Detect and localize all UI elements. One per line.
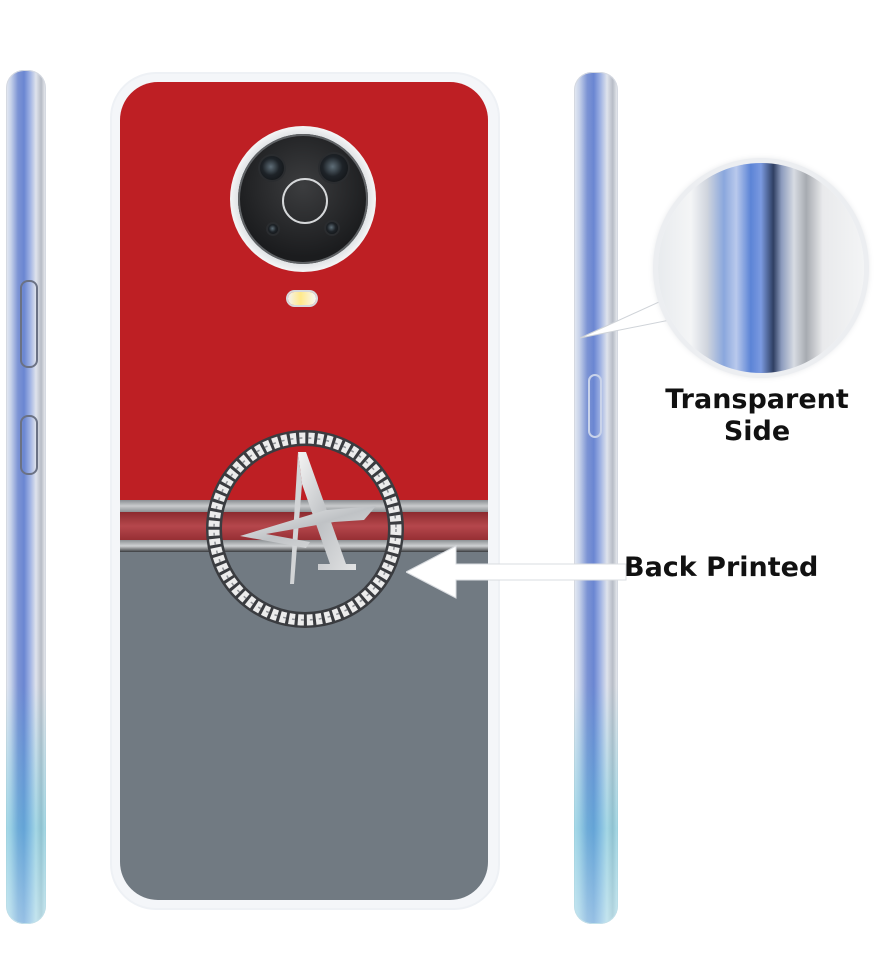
phone-left-side-view <box>6 70 46 924</box>
camera-lens-icon <box>260 156 284 180</box>
transparent-side-label: Transparent Side <box>642 384 872 449</box>
flash-icon <box>288 292 316 305</box>
power-button-outline <box>588 374 602 438</box>
camera-sensor-icon <box>326 222 338 234</box>
phone-right-side-view <box>574 72 618 924</box>
transparent-side-closeup <box>658 163 864 373</box>
transparent-side-line1: Transparent <box>665 384 849 415</box>
camera-body <box>238 134 368 264</box>
camera-lens-icon <box>320 154 348 182</box>
transparent-side-line2: Side <box>723 416 791 448</box>
back-printed-label: Back Printed <box>624 552 819 583</box>
printed-back-panel <box>120 82 488 900</box>
zoom-magnifier-circle <box>658 163 864 373</box>
letter-a-emblem-icon <box>206 430 404 628</box>
camera-module <box>230 126 376 272</box>
camera-center-ring <box>282 178 328 224</box>
left-arrow-icon <box>406 545 627 599</box>
volume-button-outline <box>20 280 38 368</box>
camera-sensor-icon <box>268 224 278 234</box>
side-button-outline <box>20 415 38 475</box>
